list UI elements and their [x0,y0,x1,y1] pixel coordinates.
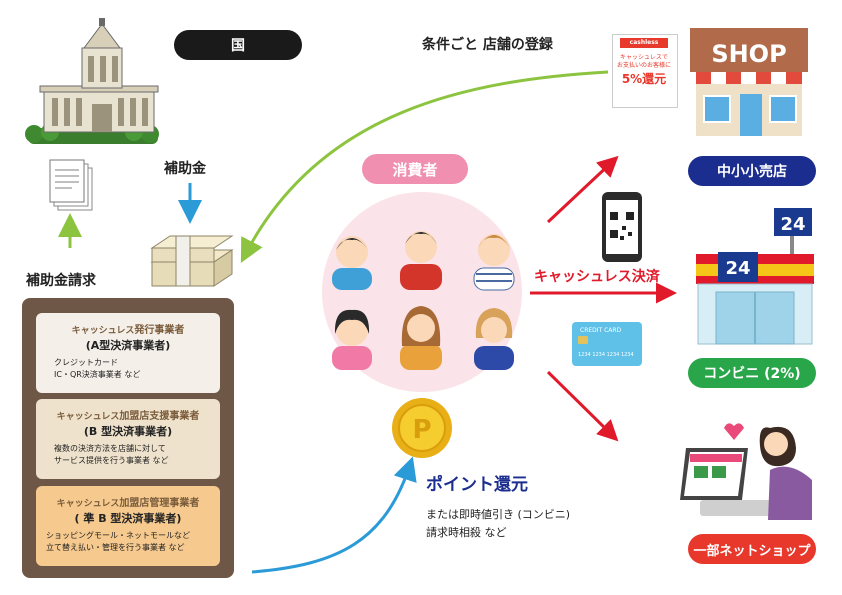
cashless-poster-headline: 5%還元 [621,72,667,86]
issuer-card: キャッシュレス発行事業者 (A型決済事業者) クレジットカード IC・QR決済事… [36,313,220,393]
merchant-manager-title: 加盟店管理事業者 [119,498,200,509]
credit-card-number: 1234 1234 1234 1234 [578,352,634,358]
issuer-detail-2: IC・QR決済事業者 など [54,370,141,379]
registration-label: 条件ごと 店舗の登録 [422,37,553,53]
merchant-support-title-prefix: キャッシュレス [56,412,120,422]
registration-arrow [240,70,609,263]
store-sign-text: 24 [725,258,750,279]
merchant-manager-detail-2: 立て替え払い・管理を行う事業者 など [46,543,185,552]
point-return-title: ポイント還元 [426,475,528,495]
issuer-subtitle: (A型決済事業者) [85,339,171,352]
point-return-line1: または即時値引き (コンビニ) [426,508,571,521]
person-icon [332,236,372,290]
merchant-support-detail-1: 複数の決済方法を店舗に対して [54,444,166,453]
cashless-payment-label: キャッシュレス決済 [534,269,660,285]
government-label: 国 [174,30,302,60]
svg-text:24: 24 [780,214,805,235]
store-label-convenience: コンビニ (2%) [688,358,816,388]
cashless-poster-line1: キャッシュレスで [620,54,668,61]
point-return-arrow [251,456,417,574]
issuer-title: 発行事業者 [134,325,185,336]
shop-sign-text: SHOP [711,40,786,68]
merchant-manager-detail-1: ショッピングモール・ネットモールなど [46,531,190,540]
merchant-manager-subtitle: ( 準 B 型決済事業者) [74,512,182,525]
store-label-online-shop: 一部ネットショップ [688,534,816,564]
payment-arrow-shop [546,155,619,224]
subsidy-label: 補助金 [164,161,206,177]
store-label-small-retail: 中小小売店 [688,156,816,186]
subsidy-request-label: 補助金請求 [26,273,96,289]
cashless-poster-brand: cashless [620,38,668,48]
issuer-title-prefix: キャッシュレス [71,326,135,336]
person-icon [400,306,442,370]
merchant-manager-title-prefix: キャッシュレス [56,499,120,509]
person-icon [400,231,442,290]
person-icon [474,308,514,370]
issuer-detail-1: クレジットカード [54,358,118,367]
person-icon [473,234,515,291]
consumers-label: 消費者 [362,154,468,184]
merchant-support-title: 加盟店支援事業者 [119,411,200,422]
point-return-line2: 請求時相殺 など [426,526,507,539]
credit-card-label: CREDIT CARD [580,327,622,334]
person-icon [332,309,372,370]
merchant-support-subtitle: (B 型決済事業者) [83,425,173,438]
merchant-support-detail-2: サービス提供を行う事業者 など [54,456,169,465]
merchant-manager-card: キャッシュレス加盟店管理事業者 ( 準 B 型決済事業者) ショッピングモール・… [36,486,220,566]
cashless-poster-line2: お支払いのお客様に [616,62,671,69]
merchant-support-card: キャッシュレス加盟店支援事業者 (B 型決済事業者) 複数の決済方法を店舗に対し… [36,399,220,479]
payment-arrow-online [546,370,619,442]
point-coin-letter: P [412,415,431,445]
